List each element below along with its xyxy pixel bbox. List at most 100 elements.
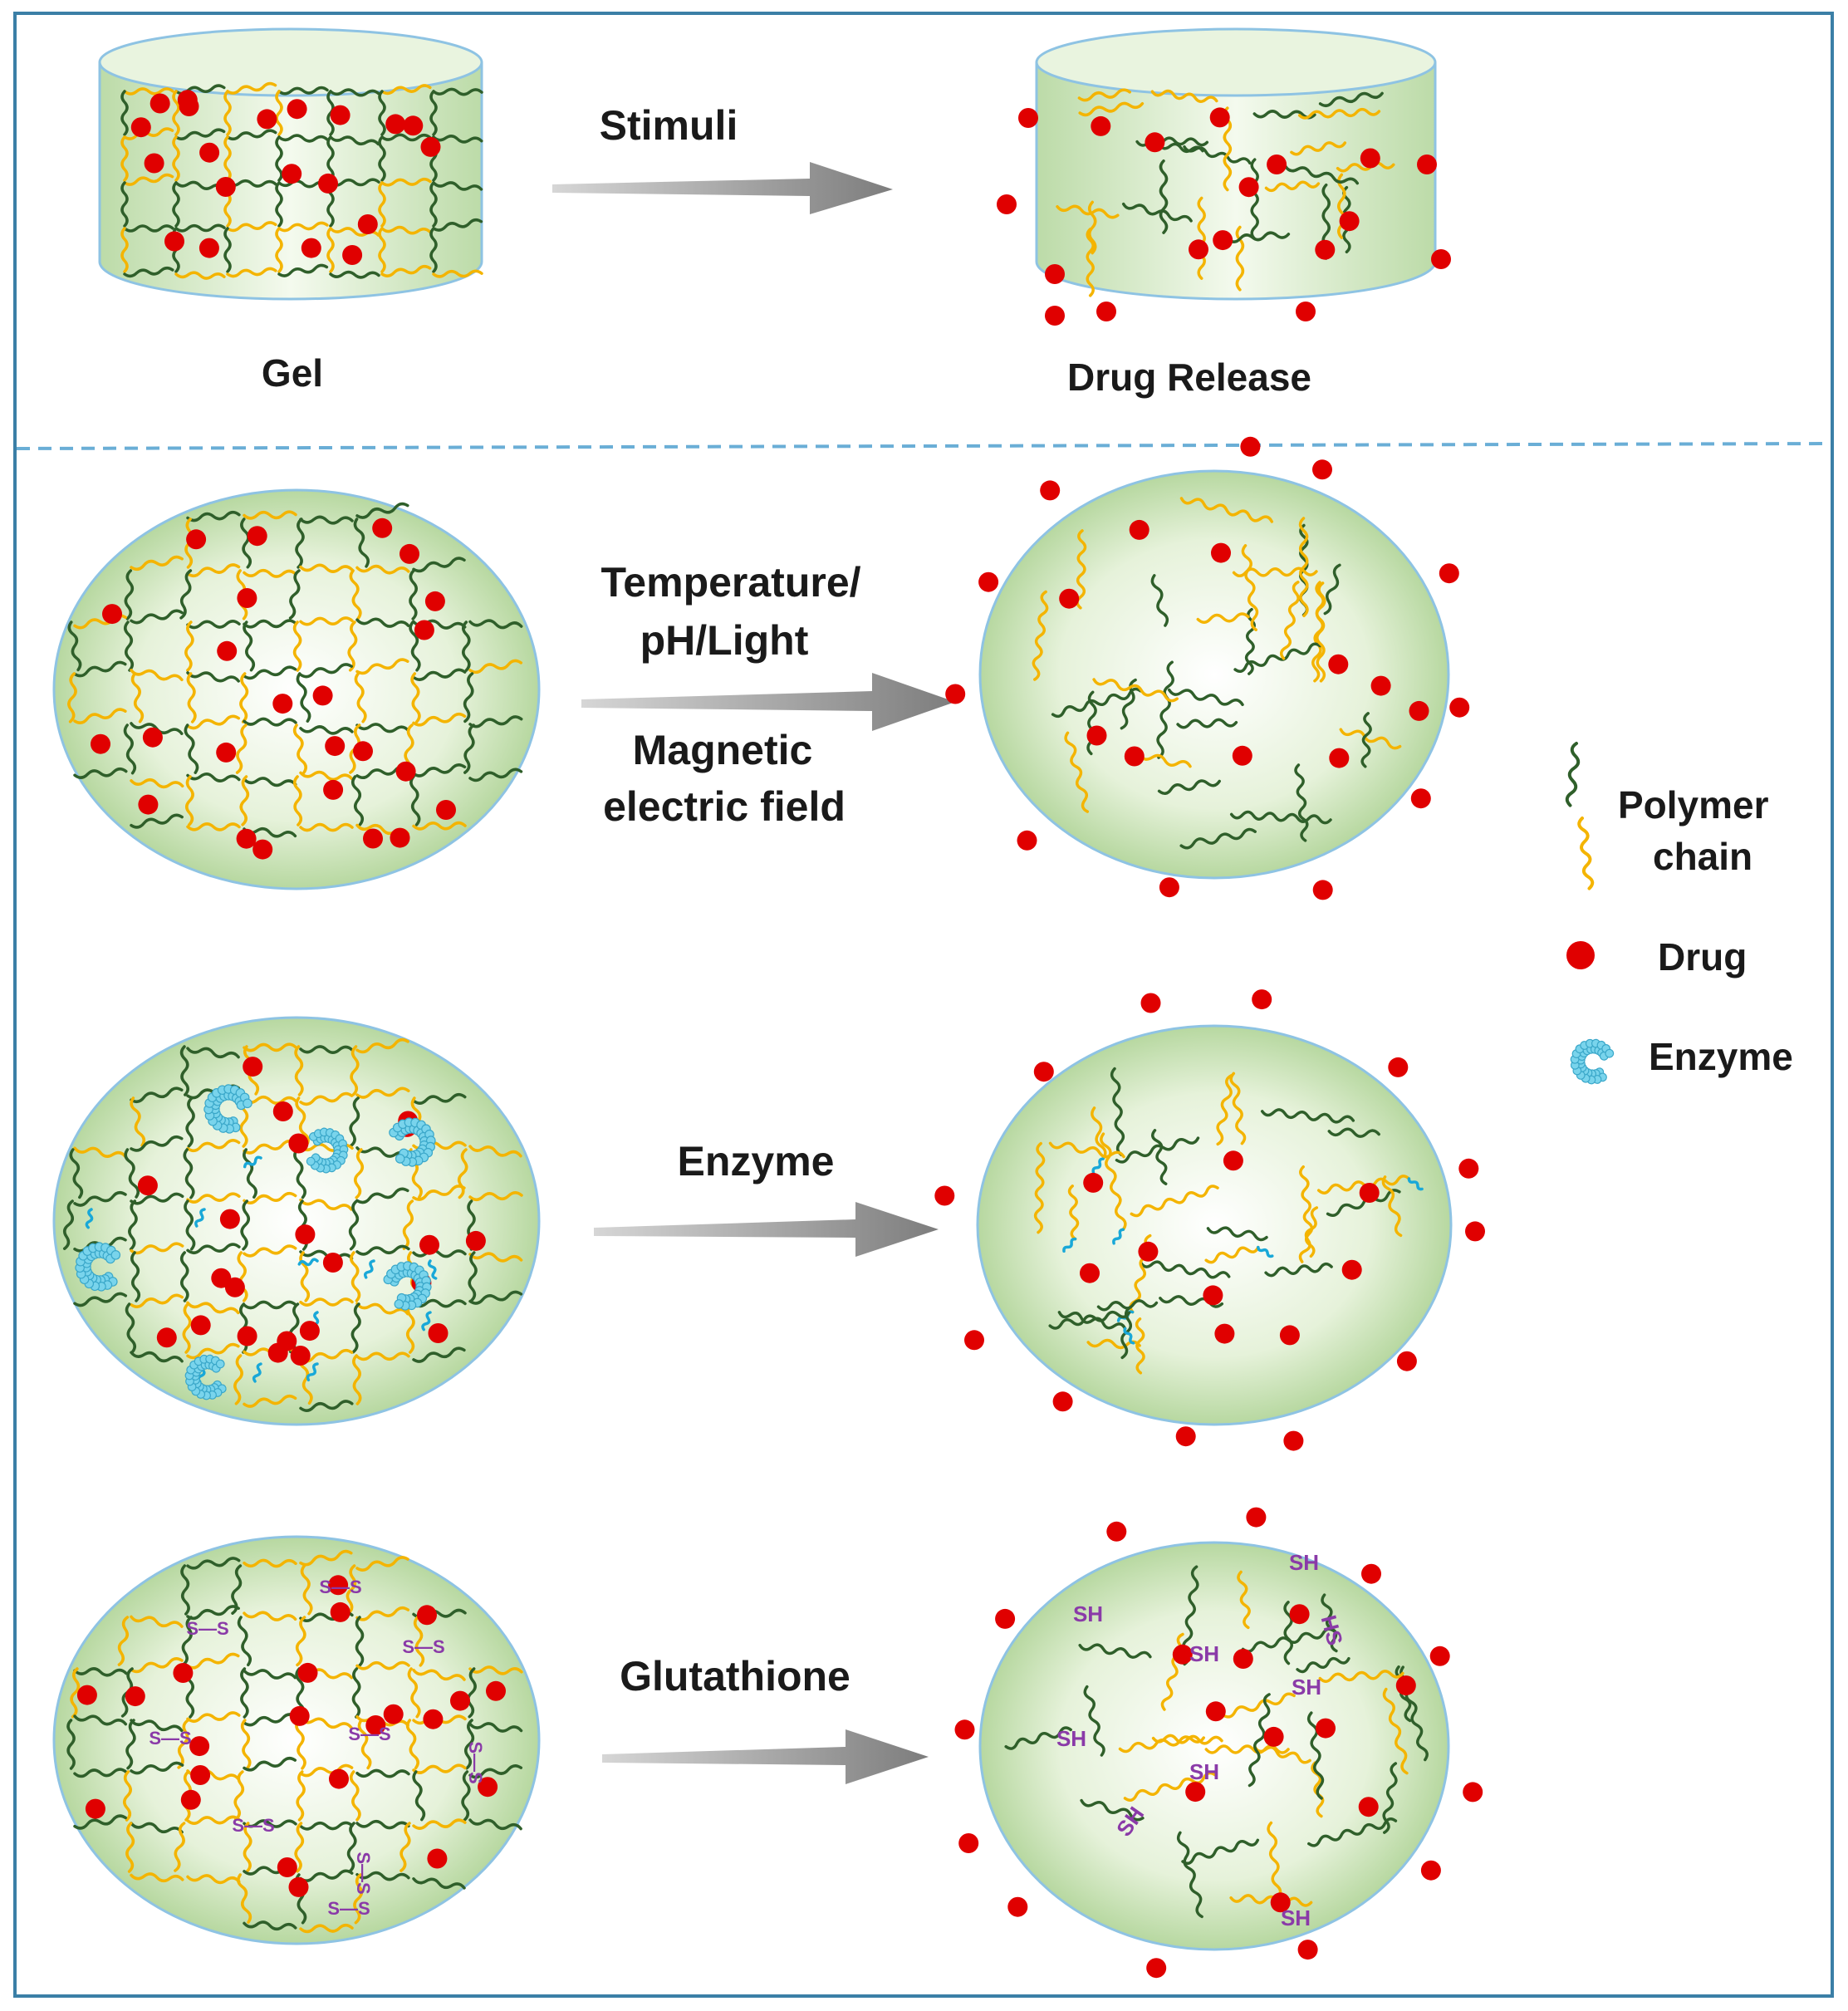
polymer-chain [1197,196,1206,280]
drug-particle [277,1857,297,1877]
drug-particle [478,1777,498,1798]
polymer-chain [378,135,386,182]
drug-particle [465,1230,486,1251]
drug-particle [1370,675,1391,696]
arrow-label-magnetic: Magnetic [633,727,813,773]
polymer-chain [1167,688,1244,707]
polymer-chain [1233,642,1321,674]
polymer-chain [326,135,335,182]
drug-particle [978,571,999,592]
polymer-chain [412,1248,467,1258]
drug-particle [1185,1782,1206,1803]
drug-particle [237,588,257,608]
polymer-chain [351,775,364,826]
polymer-chain [223,135,232,182]
cleavable-linker [85,1208,94,1229]
drug-particle [318,173,338,194]
polymer-chain [468,1145,522,1158]
polymer-chain [226,81,277,95]
polymer-chain [277,263,329,277]
polymer-chain [1323,563,1341,616]
drug-particle [1096,302,1116,321]
drug-particle [1252,989,1272,1010]
disulfide-bond-label: S—S [327,1898,370,1919]
polymer-chain [185,1096,195,1148]
drug-particle [1279,1325,1300,1346]
polymer-chain [409,620,421,672]
polymer-chain [73,1146,127,1159]
disulfide-bond-label: S—S [319,1577,361,1597]
drug-particle [958,1833,979,1853]
polymer-chain [412,1877,466,1890]
drug-particle [1052,1391,1073,1412]
polymer-chain [184,1199,196,1251]
polymer-chain [124,569,135,620]
drug-particle [995,1608,1016,1629]
drug-particle [1431,249,1451,269]
polymer-chain [329,135,380,146]
polymer-chain [67,620,82,672]
polymer-chain [412,1763,467,1774]
polymer-chain [243,1139,297,1155]
polymer-chain [120,181,129,228]
polymer-chain [186,1301,240,1315]
polymer-chain [125,1822,135,1873]
drug-release-label: Drug Release [1067,356,1311,399]
drug-particle [102,604,122,625]
polymer-chain [1121,202,1193,223]
polymer-chain [1237,1570,1251,1630]
drug-particle [1396,1351,1417,1371]
drug-particle [1018,108,1038,128]
polymer-chain [240,1199,250,1251]
polymer-chain [1176,718,1238,729]
drug-particle [1238,177,1259,198]
polymer-chain [348,1199,360,1251]
polymer-chain [1138,753,1192,768]
polymer-chain [400,1822,411,1872]
polymer-chain [1280,581,1300,660]
polymer-chain [462,620,471,672]
polymer-chain [1091,1106,1107,1160]
drug-particle [1296,302,1316,321]
polymer-chain [1159,159,1169,234]
polymer-chain [409,775,421,826]
thiol-group-label: SH [1289,1550,1319,1575]
polymer-chain [125,1719,136,1770]
polymer-chain [295,1096,310,1148]
polymer-chain [186,1192,241,1204]
polymer-chain [186,1139,241,1153]
polymer-chain [73,1768,128,1778]
drug-particle [91,733,110,754]
drug-particle [137,1175,158,1196]
polymer-chain [299,1763,354,1778]
drug-particle [1312,880,1333,900]
polymer-chain [186,620,241,630]
polymer-chain [355,658,409,675]
polymer-chain [468,715,523,728]
polymer-chain [1229,1072,1247,1145]
polymer-chain [1176,1831,1203,1919]
polymer-chain [1381,1175,1403,1238]
polymer-chain [1080,1798,1145,1822]
drug-particle [1361,1563,1381,1584]
polymer-chain [1241,1627,1336,1653]
drug-particle [1316,1718,1336,1739]
drug-particle [997,194,1017,214]
polymer-chain [299,1400,354,1412]
polymer-chain [70,1667,81,1719]
polymer-chain [1339,728,1402,750]
drug-particle [1458,1158,1479,1179]
polymer-chain [299,1549,353,1567]
polymer-chain [243,619,297,629]
polymer-chain [275,227,283,273]
polymer-chain [1067,1185,1080,1241]
polymer-chain [355,617,410,628]
polymer-chain [243,1148,257,1199]
polymer-chain [186,1243,241,1254]
polymer-chain [186,773,241,782]
polymer-chain [226,179,277,188]
drug-particle [945,684,966,704]
drug-particle [353,741,373,762]
drug-particle [322,1253,343,1273]
cleaved-linker [1257,1245,1274,1258]
